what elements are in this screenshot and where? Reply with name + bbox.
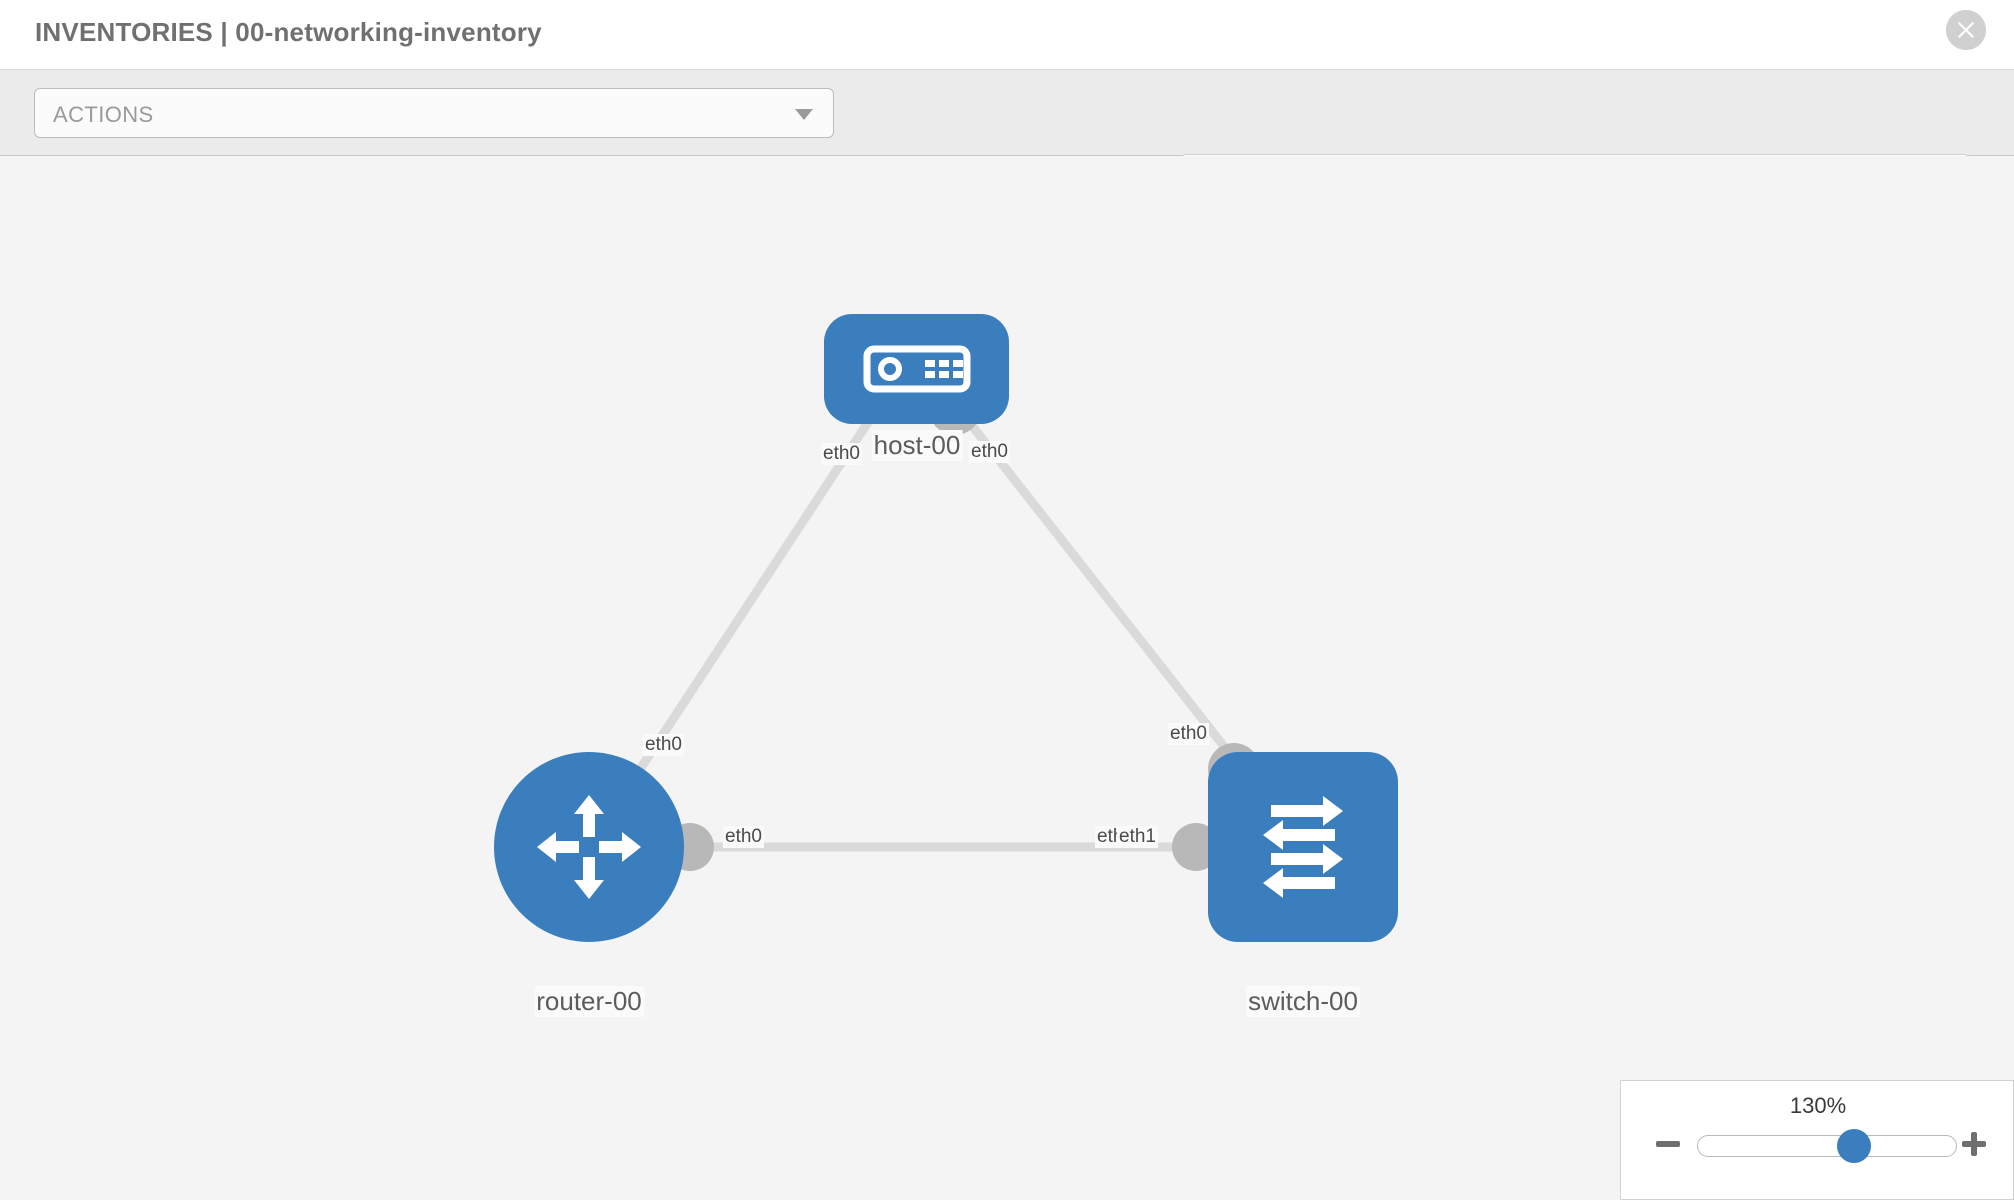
zoom-control-panel: 130%: [1620, 1080, 2014, 1200]
iface-label-router-right: eth0: [723, 826, 764, 848]
topology-canvas[interactable]: host-00 router-00 switch-00 eth0 eth0 et…: [0, 156, 2014, 1200]
plus-icon[interactable]: [1959, 1129, 1989, 1159]
minus-icon[interactable]: [1653, 1129, 1683, 1159]
node-label-switch-00: switch-00: [1246, 986, 1360, 1017]
zoom-slider-thumb[interactable]: [1837, 1129, 1872, 1163]
node-router-00[interactable]: [494, 752, 684, 942]
topology-connectors: [666, 383, 1260, 871]
iface-label-host-right: eth0: [969, 441, 1010, 463]
toolbar: ACTIONS SEARCH: [0, 70, 2014, 204]
chevron-down-icon: [795, 109, 813, 120]
iface-label-router-up: eth0: [643, 734, 684, 756]
node-label-host-00: host-00: [871, 430, 963, 461]
node-host-00[interactable]: [824, 314, 1009, 424]
node-label-router-00: router-00: [534, 986, 644, 1017]
topology-graph: [494, 314, 1398, 942]
close-icon[interactable]: [1946, 10, 1986, 50]
iface-label-switch-up: eth0: [1168, 723, 1209, 745]
iface-label-host-left: eth0: [821, 443, 862, 465]
zoom-level-value: 130%: [1789, 1093, 1847, 1118]
actions-dropdown-label: ACTIONS: [53, 102, 154, 127]
page-title: INVENTORIES | 00-networking-inventory: [35, 17, 542, 47]
actions-dropdown[interactable]: ACTIONS: [34, 88, 834, 138]
page-header: INVENTORIES | 00-networking-inventory: [0, 0, 2014, 70]
topology-links: [585, 401, 1307, 852]
node-switch-00[interactable]: [1208, 752, 1398, 942]
iface-label-switch-left-eth1: eth1: [1117, 826, 1158, 848]
zoom-slider-track[interactable]: [1697, 1135, 1957, 1157]
